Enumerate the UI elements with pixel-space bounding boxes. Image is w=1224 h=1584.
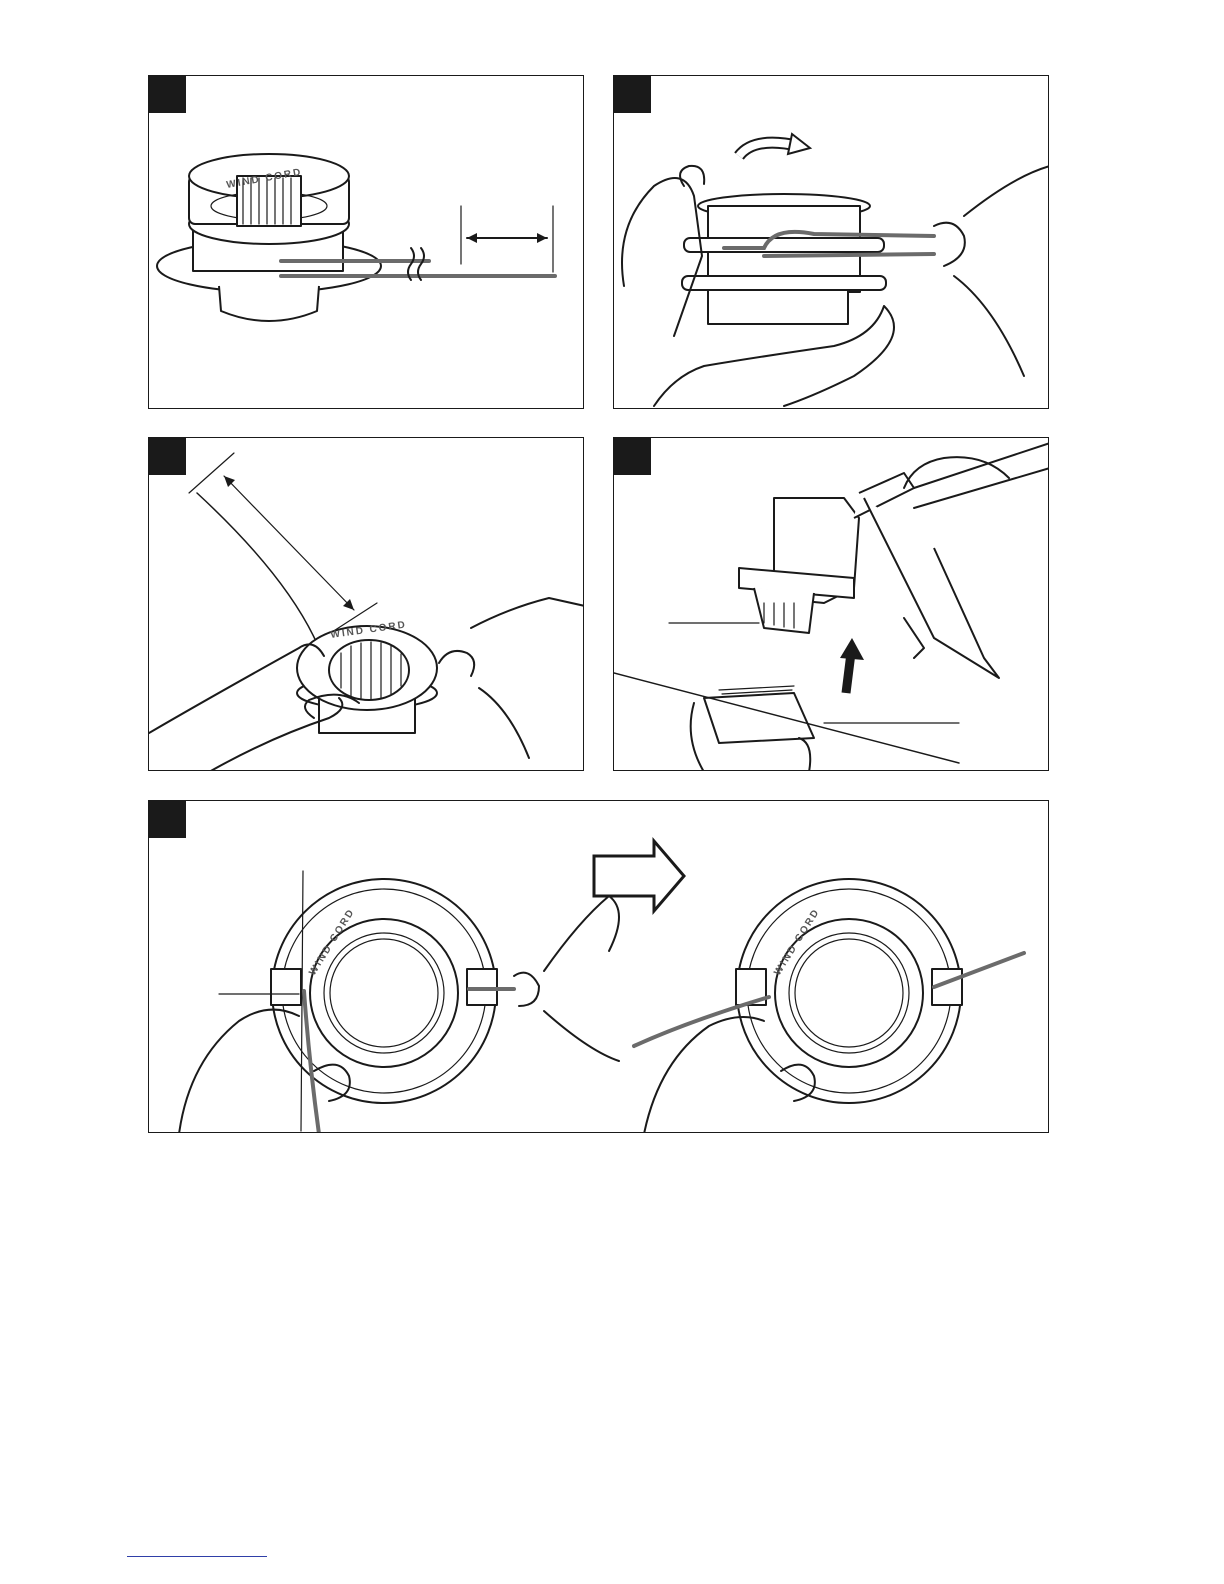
- spool-cord-length-illustration: WIND CORD: [149, 76, 584, 409]
- up-arrow-icon: [840, 638, 864, 660]
- footer-rule: [127, 1556, 267, 1557]
- cord-measure-illustration: WIND CORD: [149, 438, 584, 771]
- figure-panel-5: WIND CORD WIND CORD: [148, 800, 1049, 1133]
- rotation-arrow-icon: [739, 134, 810, 156]
- figure-panel-2: [613, 75, 1049, 409]
- figure-panel-4: [613, 437, 1049, 771]
- spool-feed-illustration: WIND CORD WIND CORD: [149, 801, 1049, 1133]
- figure-panel-1: WIND CORD: [148, 75, 584, 409]
- spool-winding-illustration: [614, 76, 1049, 409]
- direction-arrow-icon: [594, 841, 684, 911]
- spool-install-illustration: [614, 438, 1049, 771]
- figure-panel-3: WIND CORD: [148, 437, 584, 771]
